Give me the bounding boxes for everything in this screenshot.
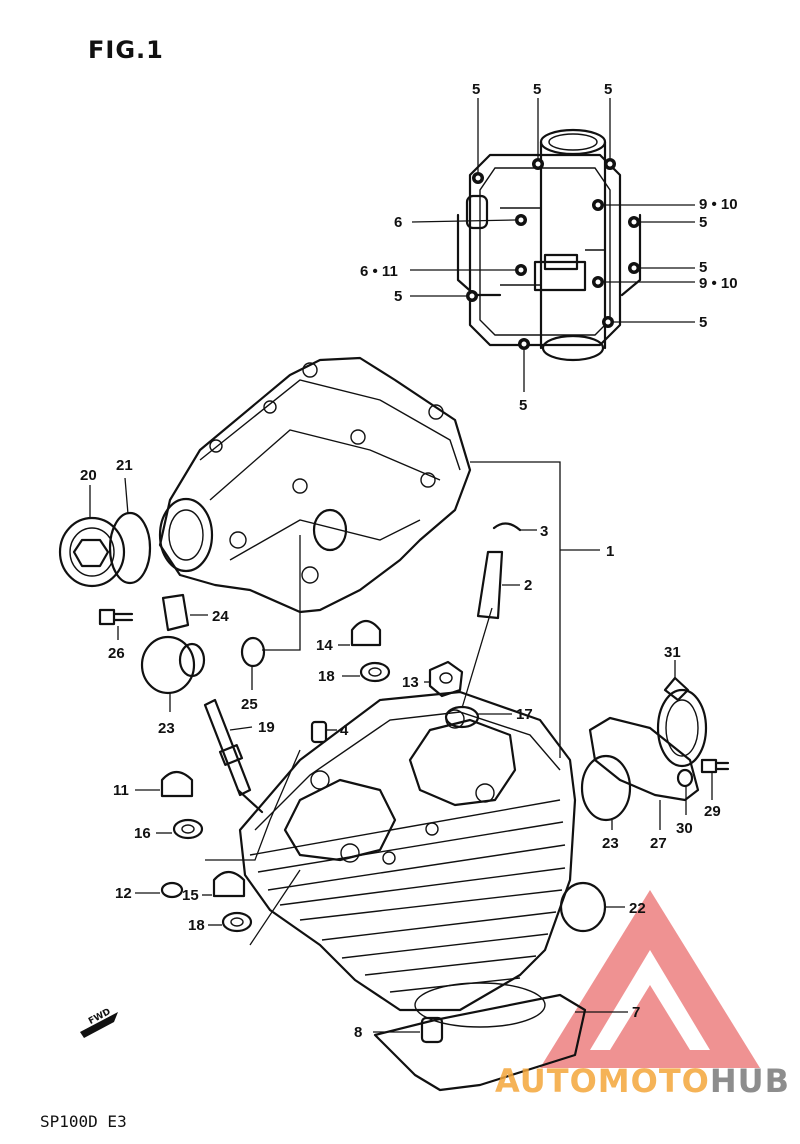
part-14-cap-nut-top bbox=[338, 619, 382, 647]
part-2-valve-guide bbox=[476, 550, 520, 620]
part-22-plug bbox=[559, 881, 607, 933]
callout-7: 7 bbox=[632, 1004, 640, 1021]
part-20-filler-cap bbox=[58, 485, 126, 588]
watermark-part-a: AUTOMOTO bbox=[494, 1062, 710, 1100]
watermark-logo bbox=[540, 890, 760, 1068]
callout-22: 22 bbox=[629, 900, 646, 917]
callout-13: 13 bbox=[402, 674, 419, 691]
figure-title: FIG.1 bbox=[88, 36, 164, 64]
callout-4: 4 bbox=[340, 722, 349, 739]
callout-cover-5-top-left: 5 bbox=[472, 81, 480, 98]
callout-18-top: 18 bbox=[318, 668, 335, 685]
part-12-plug bbox=[160, 881, 184, 899]
callout-12: 12 bbox=[115, 885, 132, 902]
watermark-text: AUTOMOTOHUB bbox=[495, 1062, 790, 1100]
callout-21: 21 bbox=[116, 457, 133, 474]
cylinder-head-cover bbox=[158, 356, 600, 758]
callout-cover-9-10-a: 9 • 10 bbox=[699, 196, 738, 213]
callout-cover-9-10-b: 9 • 10 bbox=[699, 275, 738, 292]
callout-cover-5-right-a: 5 bbox=[699, 214, 707, 231]
model-code: SP100D E3 bbox=[40, 1112, 127, 1131]
callout-20: 20 bbox=[80, 467, 97, 484]
part-29-bolt bbox=[700, 758, 730, 800]
part-25-seal bbox=[240, 636, 266, 668]
part-31-clamp bbox=[663, 660, 690, 702]
callout-16: 16 bbox=[134, 825, 151, 842]
callout-23-left: 23 bbox=[158, 720, 175, 737]
part-30-washer bbox=[676, 768, 694, 815]
callout-cover-5-top-mid: 5 bbox=[533, 81, 541, 98]
callout-3: 3 bbox=[540, 523, 548, 540]
part-17-gasket-ring bbox=[444, 607, 512, 729]
part-11-cap-nut bbox=[135, 770, 194, 798]
cylinder-head bbox=[205, 690, 587, 1092]
forward-arrow-icon bbox=[80, 1012, 118, 1038]
callout-14: 14 bbox=[316, 637, 333, 654]
part-3-clip bbox=[492, 522, 522, 532]
callout-cover-6-11: 6 • 11 bbox=[360, 263, 398, 280]
callout-26: 26 bbox=[108, 645, 125, 662]
part-21-o-ring bbox=[108, 511, 152, 585]
part-23-cap bbox=[140, 635, 206, 712]
part-15-cap-nut bbox=[202, 870, 246, 898]
part-19-spark-plug bbox=[203, 698, 264, 814]
callout-cover-5-top-right: 5 bbox=[604, 81, 612, 98]
callout-cover-5-right-c: 5 bbox=[699, 314, 707, 331]
callout-cover-6: 6 bbox=[394, 214, 402, 231]
callout-1: 1 bbox=[606, 543, 614, 560]
part-18-washer-bottom bbox=[208, 911, 253, 933]
callout-labels: 5 5 5 6 6 • 11 5 9 • 10 5 5 9 • 10 5 5 1… bbox=[80, 81, 738, 1041]
callout-19: 19 bbox=[258, 719, 275, 736]
callout-17: 17 bbox=[516, 706, 533, 723]
part-18-washer-top bbox=[342, 661, 391, 683]
callout-cover-5-bottom: 5 bbox=[519, 397, 527, 414]
callout-27: 27 bbox=[650, 835, 667, 852]
part-23-intake-gasket bbox=[580, 754, 632, 830]
callout-24: 24 bbox=[212, 608, 229, 625]
callout-2: 2 bbox=[524, 577, 532, 594]
callout-23-right: 23 bbox=[602, 835, 619, 852]
part-26-bolt bbox=[98, 608, 134, 640]
part-16-washer bbox=[156, 818, 204, 840]
part-4-dowel bbox=[310, 720, 328, 744]
callout-11: 11 bbox=[113, 782, 129, 799]
callout-15: 15 bbox=[182, 887, 199, 904]
watermark-part-b: HUB bbox=[709, 1062, 790, 1100]
head-cover-top-view bbox=[410, 98, 695, 392]
part-24-plate bbox=[161, 593, 190, 632]
callout-18-bottom: 18 bbox=[188, 917, 205, 934]
part-8-dowel bbox=[420, 1016, 444, 1044]
callout-cover-5-left: 5 bbox=[394, 288, 402, 305]
callout-8: 8 bbox=[354, 1024, 362, 1041]
part-27-intake-pipe bbox=[588, 688, 708, 830]
callout-31: 31 bbox=[664, 644, 681, 661]
callout-cover-5-right-b: 5 bbox=[699, 259, 707, 276]
callout-30: 30 bbox=[676, 820, 693, 837]
callout-29: 29 bbox=[704, 803, 721, 820]
part-13-nut bbox=[424, 660, 464, 698]
callout-25: 25 bbox=[241, 696, 258, 713]
